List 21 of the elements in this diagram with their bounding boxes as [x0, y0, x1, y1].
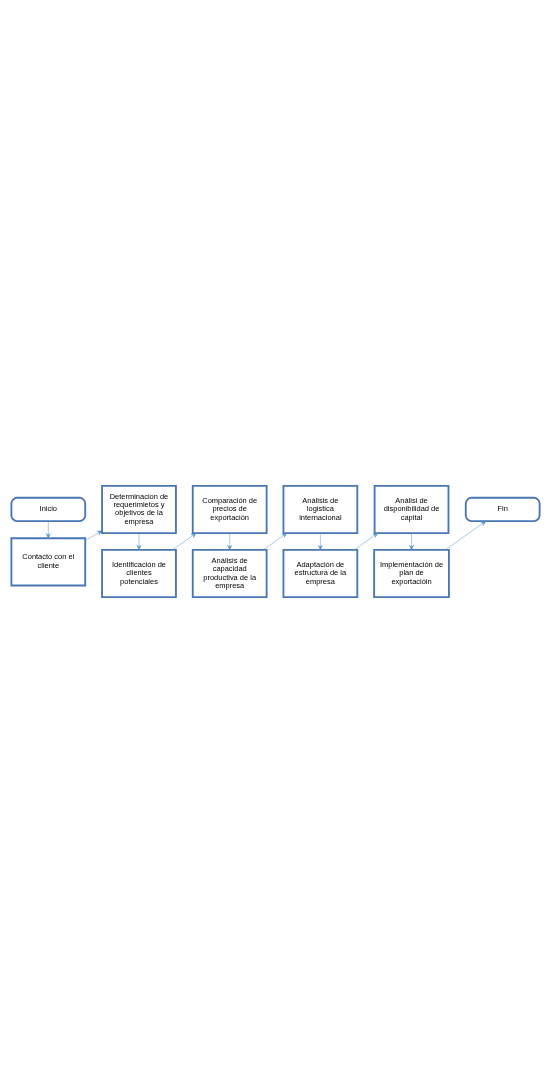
node-box: Implementación de plan de exportacióin — [373, 548, 450, 599]
arrow — [318, 532, 323, 551]
node-box: Fin — [464, 496, 541, 523]
node-box: Inicio — [10, 496, 87, 523]
node-box: Análisis de capacidad productiva de la empresa — [191, 548, 268, 599]
node-box: Identificación de clientes potenciales — [101, 548, 177, 599]
node-box: Análisis de logistica internacional — [282, 484, 359, 535]
node-box: Determinacion de requerimietos y objetivos de la empresa — [101, 484, 177, 535]
node-box: Adaptación de estructura de la empresa — [282, 548, 359, 599]
arrow — [263, 532, 287, 551]
arrow — [409, 532, 414, 551]
node-box: Contacto con el cliente — [10, 537, 87, 587]
arrow — [172, 532, 197, 551]
node-box: Comparación de precios de exportación — [191, 484, 268, 535]
arrow — [353, 532, 378, 551]
arrow — [445, 520, 486, 551]
arrow — [85, 530, 103, 541]
arrow — [136, 532, 142, 551]
node-box: Análisi de disponibilidad de capital — [373, 484, 450, 535]
arrow — [227, 532, 233, 551]
arrow — [45, 521, 51, 539]
